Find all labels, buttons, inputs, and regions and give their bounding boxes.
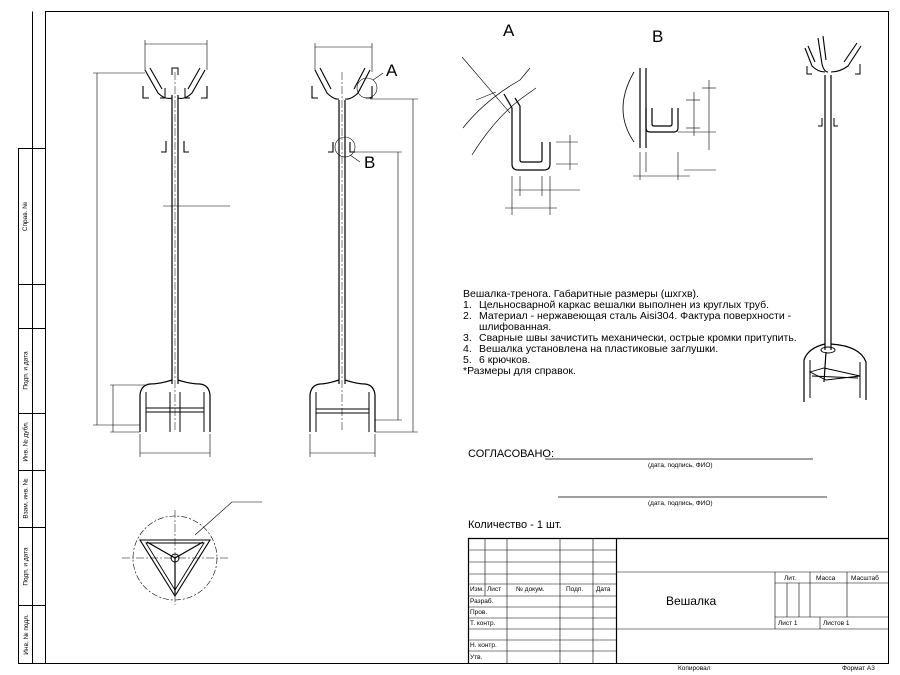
stamp-label-inv-podl: Инв. № подл. — [22, 613, 30, 655]
note-item: 2.Материал - нержавеющая сталь Aisi304. … — [463, 310, 792, 322]
title-block-grid — [467, 537, 888, 663]
approval-caption-1: (дата, подпись, ФИО) — [648, 462, 713, 469]
tb-header-podp: Подп. — [566, 586, 584, 593]
note-item: 3.Сварные швы зачистить механически, ост… — [463, 332, 797, 344]
tb-header-list: Лист — [487, 586, 502, 593]
notes-title: Вешалка-тренога. Габаритные размеры (шхг… — [463, 288, 699, 300]
tb-row-prov: Пров. — [470, 609, 488, 616]
approval-label: СОГЛАСОВАНО: — [468, 448, 555, 460]
tb-header-izm: Изм. — [470, 586, 484, 593]
note-item: шлифованная. — [479, 321, 552, 333]
tb-massa: Масса — [816, 575, 836, 582]
tb-row-t-kontr: Т. контр. — [470, 620, 496, 627]
detail-a — [461, 56, 580, 215]
stamp-label-podp-data-2: Подп. и дата — [22, 546, 30, 586]
tb-header-data: Дата — [596, 586, 611, 593]
top-view — [122, 501, 262, 605]
quantity-label: Количество - 1 шт. — [468, 519, 562, 531]
approval-caption-2: (дата, подпись, ФИО) — [648, 500, 713, 507]
tb-row-n-kontr: Н. контр. — [470, 642, 497, 649]
stamp-label-vzam-inv: Взам. инв. № — [22, 478, 30, 519]
stamp-label-sprav: Справ. № — [22, 201, 30, 231]
technical-notes: Вешалка-тренога. Габаритные размеры (шхг… — [463, 289, 797, 377]
detail-b-title: B — [652, 27, 664, 46]
footer-format: Формат А3 — [842, 665, 875, 672]
tb-row-razrab: Разраб. — [470, 598, 494, 605]
front-view — [93, 40, 230, 457]
isometric-view — [803, 35, 867, 402]
stamp-label-inv-dubl: Инв. № дубл. — [22, 421, 30, 462]
note-item: 5.6 крючков. — [463, 354, 531, 366]
note-item: 1.Цельносварной каркас вешалки выполнен … — [463, 299, 770, 311]
tb-header-doc: № докум. — [516, 586, 545, 593]
approval-lines — [545, 458, 827, 498]
detail-a-title: A — [503, 21, 515, 40]
stamp-label-podp-data-1: Подп. и дата — [22, 351, 30, 390]
tb-lit: Лит. — [784, 575, 796, 582]
tb-sheet: Лист 1 — [778, 620, 798, 627]
callout-b-label: B — [364, 153, 376, 172]
callout-a-label: A — [386, 61, 398, 80]
notes-footnote: *Размеры для справок. — [463, 365, 576, 377]
tb-row-utv: Утв. — [470, 654, 483, 661]
note-item: 4.Вешалка установлена на пластиковые заг… — [463, 343, 719, 355]
side-stamp-frame — [18, 11, 46, 664]
tb-drawing-name: Вешалка — [666, 594, 717, 608]
side-view — [309, 43, 418, 457]
tb-masshtab: Масштаб — [851, 575, 879, 582]
tb-sheets: Листов 1 — [823, 620, 850, 627]
footer-copied: Копировал — [678, 665, 711, 672]
detail-b — [622, 68, 716, 180]
